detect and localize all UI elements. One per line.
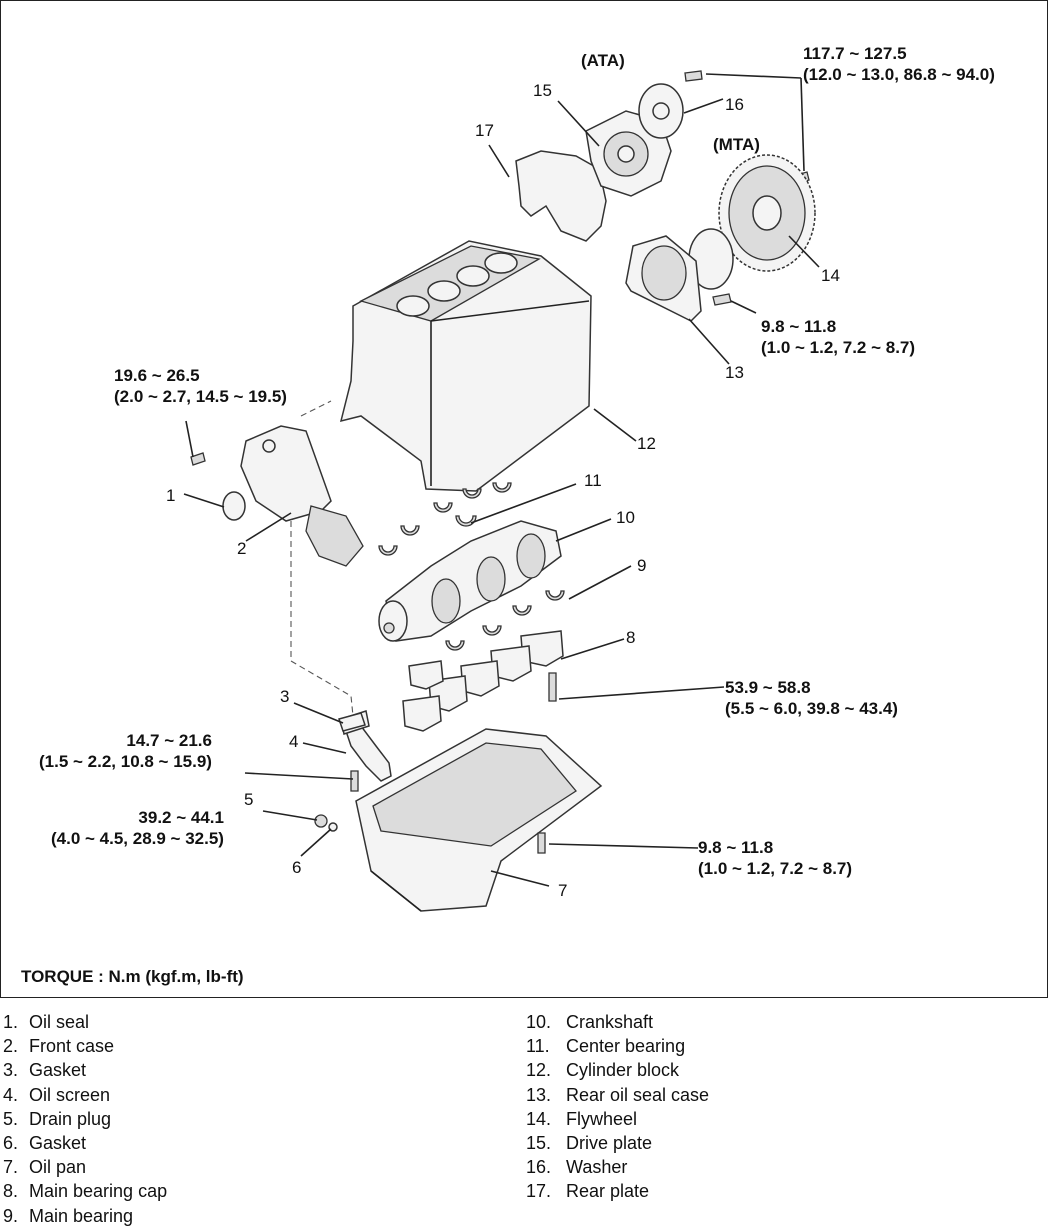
callout-1: 1 xyxy=(166,486,176,505)
torque-oil-pan-bolt: 9.8 ~ 11.8(1.0 ~ 1.2, 7.2 ~ 8.7) xyxy=(698,838,853,878)
part-item-6: 6.Gasket xyxy=(3,1132,87,1153)
cylinder-block-drawing xyxy=(339,240,592,492)
washer-drawing xyxy=(638,83,684,139)
dashed-guide-line-2 xyxy=(300,400,332,417)
oil-screen-bolt xyxy=(350,770,359,792)
part-item-12: 12.Cylinder block xyxy=(526,1060,680,1081)
callout-8: 8 xyxy=(626,628,636,647)
callout-3: 3 xyxy=(280,687,290,706)
callout-2: 2 xyxy=(237,539,247,558)
drain-plug-drawing xyxy=(314,814,328,828)
part-item-15: 15.Drive plate xyxy=(526,1132,653,1153)
view-label-mta: (MTA) xyxy=(713,135,760,154)
callout-4: 4 xyxy=(289,732,299,751)
part-item-7: 7.Oil pan xyxy=(3,1157,87,1178)
torque-bearing-cap-bolt: 53.9 ~ 58.8(5.5 ~ 6.0, 39.8 ~ 43.4) xyxy=(725,678,898,718)
callout-11: 11 xyxy=(584,471,602,490)
front-case-bolt xyxy=(190,452,206,466)
front-case-drawing xyxy=(240,425,364,567)
oil-seal-drawing xyxy=(222,491,246,521)
part-item-4: 4.Oil screen xyxy=(3,1084,111,1105)
torque-drain-plug: 39.2 ~ 44.1(4.0 ~ 4.5, 28.9 ~ 32.5) xyxy=(51,808,224,848)
part-item-10: 10.Crankshaft xyxy=(526,1012,654,1032)
torque-seal-case-bolt: 9.8 ~ 11.8(1.0 ~ 1.2, 7.2 ~ 8.7) xyxy=(761,317,916,357)
parts-list-left-column: 1.Oil seal 2.Front case 3.Gasket 4.Oil s… xyxy=(3,1010,167,1228)
view-label-ata: (ATA) xyxy=(581,51,625,70)
part-item-16: 16.Washer xyxy=(526,1157,628,1178)
rear-oil-seal-case-drawing xyxy=(625,235,702,322)
callout-17: 17 xyxy=(475,121,494,140)
dashed-guide-line xyxy=(290,521,354,717)
part-item-8: 8.Main bearing cap xyxy=(3,1181,168,1202)
part-item-2: 2.Front case xyxy=(3,1036,115,1057)
exploded-diagram-frame: (ATA) (MTA) 1 2 3 4 5 6 7 8 9 10 11 12 1… xyxy=(0,0,1048,998)
torque-front-case-bolt: 19.6 ~ 26.5(2.0 ~ 2.7, 14.5 ~ 19.5) xyxy=(114,366,287,406)
callout-12: 12 xyxy=(637,434,656,453)
callout-10: 10 xyxy=(616,508,635,527)
callout-13: 13 xyxy=(725,363,744,382)
gasket-3-drawing xyxy=(338,712,366,732)
flywheel-bolt-upper xyxy=(684,70,703,82)
oil-pan-drawing xyxy=(355,728,603,912)
flywheel-drawing xyxy=(718,154,816,272)
callout-16: 16 xyxy=(725,95,744,114)
part-item-1: 1.Oil seal xyxy=(3,1012,90,1032)
parts-list-right-column: 10.Crankshaft 11.Center bearing 12.Cylin… xyxy=(526,1010,709,1204)
part-item-3: 3.Gasket xyxy=(3,1060,87,1081)
part-item-13: 13.Rear oil seal case xyxy=(526,1084,710,1105)
callout-5: 5 xyxy=(244,790,254,809)
torque-units-note: TORQUE : N.m (kgf.m, lb-ft) xyxy=(21,967,244,986)
torque-flywheel-bolt: 117.7 ~ 127.5(12.0 ~ 13.0, 86.8 ~ 94.0) xyxy=(803,44,995,84)
part-item-11: 11.Center bearing xyxy=(526,1036,686,1057)
crankshaft-drawing xyxy=(378,520,562,642)
part-item-17: 17.Rear plate xyxy=(526,1181,650,1202)
main-bearing-caps xyxy=(402,630,564,732)
oil-pan-bolt xyxy=(537,832,546,854)
bearing-cap-bolt xyxy=(548,672,557,702)
leader-lines xyxy=(183,73,820,887)
main-bearing-shells xyxy=(445,590,565,651)
callout-7: 7 xyxy=(558,881,568,900)
part-item-14: 14.Flywheel xyxy=(526,1108,638,1129)
torque-oil-screen-bolt: 14.7 ~ 21.6(1.5 ~ 2.2, 10.8 ~ 15.9) xyxy=(39,731,212,771)
callout-14: 14 xyxy=(821,266,840,285)
callout-6: 6 xyxy=(292,858,302,877)
engine-block-exploded-view xyxy=(183,70,820,912)
center-bearing-shells xyxy=(378,482,512,556)
part-item-5: 5.Drain plug xyxy=(3,1108,112,1129)
seal-case-bolt xyxy=(712,293,732,306)
part-item-9: 9.Main bearing xyxy=(3,1205,134,1226)
callout-9: 9 xyxy=(637,556,647,575)
rear-plate-drawing xyxy=(515,150,607,242)
callout-15: 15 xyxy=(533,81,552,100)
